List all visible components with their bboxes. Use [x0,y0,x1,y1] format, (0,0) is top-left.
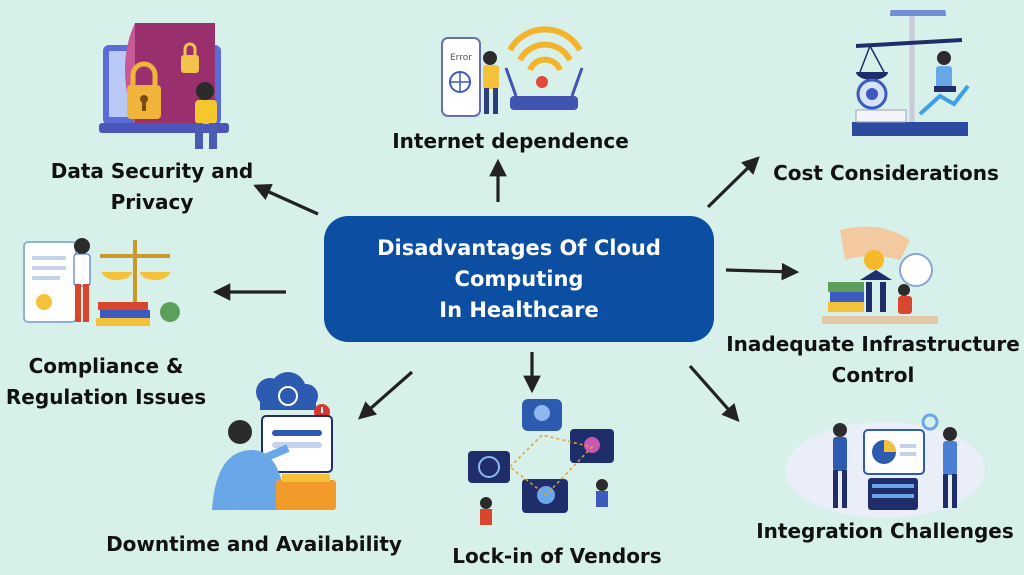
data-security-illustration [99,23,229,149]
error-text: Error [450,53,472,63]
node-infrastructure-line-2: Control [831,363,915,387]
central-topic-line-1: Disadvantages Of Cloud [377,235,661,260]
node-data-security: Data Security and Privacy [48,156,256,218]
arrow-to-infrastructure [725,262,800,281]
downtime-illustration [212,372,336,510]
central-topic-line-3: In Healthcare [439,297,599,322]
node-integration: Integration Challenges [756,519,1014,543]
compliance-illustration [23,238,180,326]
node-data-security-line-2: Privacy [110,190,194,214]
central-topic-box: Disadvantages Of Cloud Computing In Heal… [324,216,714,342]
node-cost-considerations: Cost Considerations [773,161,999,185]
central-topic-line-2: Computing [454,266,584,291]
node-compliance-line-1: Compliance & [28,354,184,378]
node-infrastructure: Inadequate Infrastructure Control [722,329,1024,391]
node-compliance: Compliance & Regulation Issues [4,351,208,413]
node-infrastructure-line-1: Inadequate Infrastructure [726,332,1020,356]
node-lockin: Lock-in of Vendors [452,544,662,568]
arrow-to-cost [706,156,760,209]
node-internet-dependence: Internet dependence [392,129,629,153]
internet-dependence-illustration: Error [441,26,584,117]
cost-considerations-illustration [852,10,970,136]
integration-illustration [785,413,985,518]
node-compliance-line-2: Regulation Issues [5,385,207,409]
node-downtime: Downtime and Availability [106,532,402,556]
arrow-to-integration [688,364,740,422]
infrastructure-illustration [822,226,938,324]
arrow-to-downtime [358,370,414,420]
node-data-security-line-1: Data Security and [50,159,254,183]
lockin-illustration [468,399,614,525]
arrow-to-data-security [253,184,319,216]
